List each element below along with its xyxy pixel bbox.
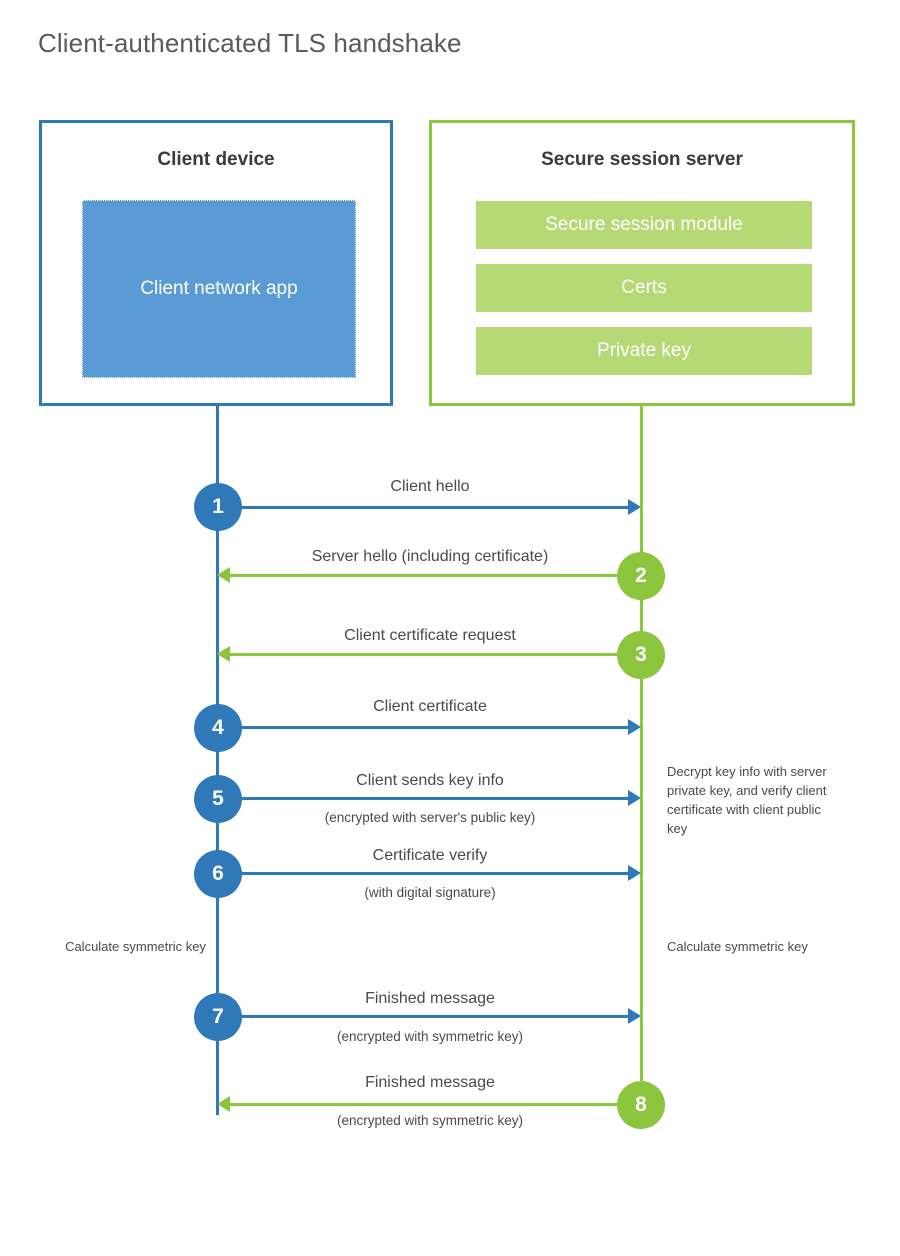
step-4-number: 4 bbox=[212, 716, 224, 739]
server-component-label: Private key bbox=[597, 340, 691, 361]
step-7-arrow-line bbox=[218, 1015, 628, 1018]
step-4-arrow-head-icon bbox=[628, 719, 641, 735]
step-7-sublabel: (encrypted with symmetric key) bbox=[336, 1029, 524, 1044]
step-3-circle[interactable]: 3 bbox=[617, 631, 665, 679]
page-title: Client-authenticated TLS handshake bbox=[38, 28, 462, 58]
client-network-app-label: Client network app bbox=[140, 278, 298, 300]
step-6-circle[interactable]: 6 bbox=[194, 850, 242, 898]
server-component-private-key: Private key bbox=[476, 327, 812, 375]
step-1-label: Client hello bbox=[390, 478, 470, 495]
server-component-secure-session-module: Secure session module bbox=[476, 201, 812, 249]
secure-session-server-box: Secure session server Secure session mod… bbox=[429, 120, 855, 406]
step-2-label: Server hello (including certificate) bbox=[311, 548, 549, 565]
client-lifeline bbox=[216, 406, 219, 1115]
step-4-arrow-line bbox=[218, 726, 628, 729]
step-3-label: Client certificate request bbox=[344, 627, 516, 644]
step-5-sublabel: (encrypted with server's public key) bbox=[324, 810, 536, 825]
step-1-arrow-line bbox=[218, 506, 628, 509]
step-8-label: Finished message bbox=[365, 1074, 495, 1091]
step-3-arrow-line bbox=[230, 653, 642, 656]
step-8-arrow-head-icon bbox=[217, 1096, 230, 1112]
step-2-circle[interactable]: 2 bbox=[617, 552, 665, 600]
step-1-arrow-head-icon bbox=[628, 499, 641, 515]
step-8-arrow-line bbox=[230, 1103, 642, 1106]
server-decrypt-note: Decrypt key info with server private key… bbox=[667, 764, 827, 836]
step-4-circle[interactable]: 4 bbox=[194, 704, 242, 752]
client-device-title: Client device bbox=[157, 149, 275, 170]
step-1-circle[interactable]: 1 bbox=[194, 483, 242, 531]
server-lifeline bbox=[640, 406, 643, 1105]
step-1-number: 1 bbox=[212, 495, 224, 518]
step-2-arrow-head-icon bbox=[217, 567, 230, 583]
client-device-box: Client device Client network app bbox=[39, 120, 393, 406]
step-7-circle[interactable]: 7 bbox=[194, 993, 242, 1041]
server-component-certs: Certs bbox=[476, 264, 812, 312]
server-calculate-symmetric-key-note: Calculate symmetric key bbox=[667, 939, 808, 954]
step-5-number: 5 bbox=[212, 787, 224, 810]
step-8-sublabel: (encrypted with symmetric key) bbox=[336, 1113, 524, 1128]
client-calculate-symmetric-key-note: Calculate symmetric key bbox=[65, 939, 206, 954]
client-network-app-block: Client network app bbox=[82, 200, 356, 378]
step-6-sublabel: (with digital signature) bbox=[364, 885, 496, 900]
step-2-number: 2 bbox=[635, 564, 647, 587]
step-7-label: Finished message bbox=[365, 990, 495, 1007]
step-6-arrow-head-icon bbox=[628, 865, 641, 881]
step-8-number: 8 bbox=[635, 1093, 647, 1116]
step-5-arrow-line bbox=[218, 797, 628, 800]
step-7-arrow-head-icon bbox=[628, 1008, 641, 1024]
step-5-label: Client sends key info bbox=[356, 772, 504, 789]
step-5-arrow-head-icon bbox=[628, 790, 641, 806]
step-3-arrow-head-icon bbox=[217, 646, 230, 662]
step-4-label: Client certificate bbox=[373, 698, 487, 715]
step-6-number: 6 bbox=[212, 862, 224, 885]
step-2-arrow-line bbox=[230, 574, 642, 577]
step-6-arrow-line bbox=[218, 872, 628, 875]
secure-session-server-title: Secure session server bbox=[541, 149, 743, 170]
step-5-circle[interactable]: 5 bbox=[194, 775, 242, 823]
server-component-label: Certs bbox=[621, 277, 667, 298]
step-3-number: 3 bbox=[635, 643, 647, 666]
step-6-label: Certificate verify bbox=[372, 847, 488, 864]
step-7-number: 7 bbox=[212, 1005, 224, 1028]
server-component-label: Secure session module bbox=[545, 214, 743, 235]
step-8-circle[interactable]: 8 bbox=[617, 1081, 665, 1129]
